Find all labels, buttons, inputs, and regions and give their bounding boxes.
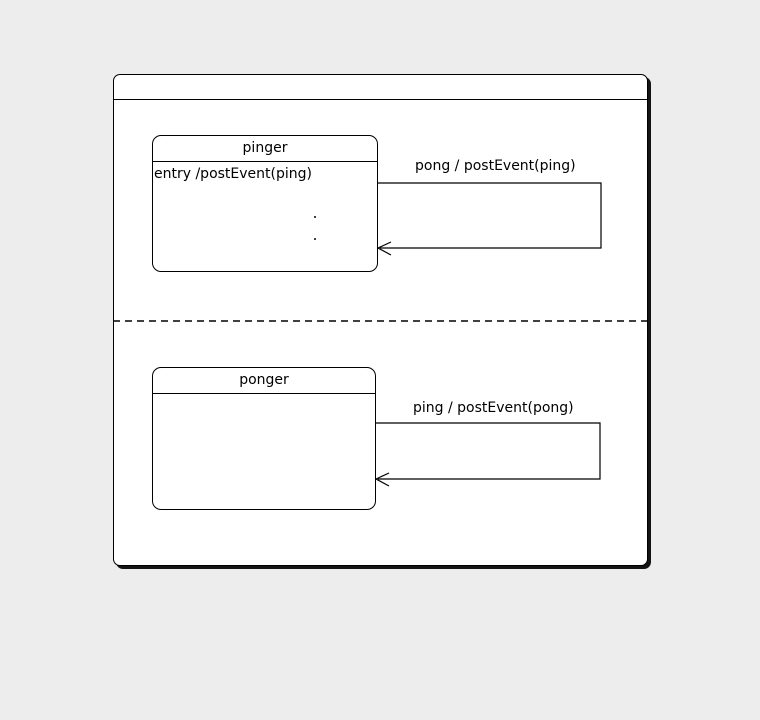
state-box-pinger: pinger entry /postEvent(ping) — [152, 135, 378, 272]
state-entry-action-pinger: entry /postEvent(ping) — [154, 166, 312, 182]
transition-label-pong: pong / postEvent(ping) — [415, 158, 576, 174]
state-box-ponger: ponger — [152, 367, 376, 510]
state-title-ponger: ponger — [153, 368, 375, 394]
state-machine-title-bar — [114, 75, 647, 100]
state-entry-action-ponger — [153, 394, 375, 398]
state-title-pinger: pinger — [153, 136, 377, 162]
ellipsis-dot — [314, 238, 316, 240]
transition-label-ping: ping / postEvent(pong) — [413, 400, 574, 416]
ellipsis-dot — [314, 216, 316, 218]
